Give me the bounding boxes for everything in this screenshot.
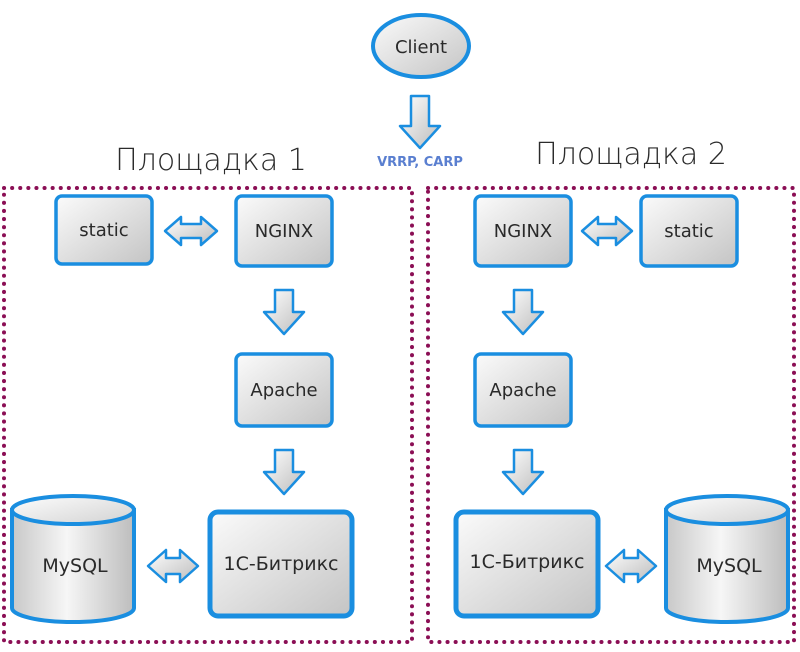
site-1-border [2,186,414,644]
site-1-title: Площадка 1 [115,143,307,178]
client-down-arrow [398,94,442,150]
site-1-apache-bitrix-arrow [262,448,306,496]
site-1-mysql-bitrix-arrow [146,548,200,584]
site-2-static-box: static [639,194,739,268]
site-2-mysql-cylinder: MySQL [664,494,790,624]
site-2-title: Площадка 2 [535,137,727,172]
site-2-apache-box: Apache [473,352,573,428]
site-1-mysql-label: MySQL [42,555,108,577]
site-1-mysql-cylinder: MySQL [10,494,136,624]
site-1-bitrix-label: 1C-Битрикс [224,553,339,575]
site-2-bitrix-mysql-arrow [604,548,658,584]
site-2-nginx-static-arrow [580,215,634,247]
site-2-nginx-box: NGINX [473,194,573,268]
site-2-border [426,186,796,644]
client-label: Client [395,37,447,58]
site-1-nginx-box: NGINX [234,194,334,268]
site-2-bitrix-box: 1C-Битрикс [453,509,601,619]
site-2-apache-label: Apache [489,380,556,401]
site-1-bitrix-box: 1C-Битрикс [207,509,355,619]
site-2-apache-bitrix-arrow [501,448,545,496]
client-node: Client [371,13,471,79]
site-2-bitrix-label: 1C-Битрикс [470,551,585,573]
site-1-static-label: static [79,220,128,241]
site-2-mysql-label: MySQL [696,555,762,577]
site-2-nginx-label: NGINX [494,221,553,242]
site-1-nginx-apache-arrow [262,288,306,336]
site-1-apache-box: Apache [234,352,334,428]
site-2-nginx-apache-arrow [501,288,545,336]
site-1-static-nginx-arrow [163,215,219,247]
site-2-static-label: static [664,221,713,242]
site-1-static-box: static [54,194,154,266]
site-1-nginx-label: NGINX [255,221,314,242]
site-1-apache-label: Apache [250,380,317,401]
protocol-label: VRRP, CARP [377,155,463,170]
